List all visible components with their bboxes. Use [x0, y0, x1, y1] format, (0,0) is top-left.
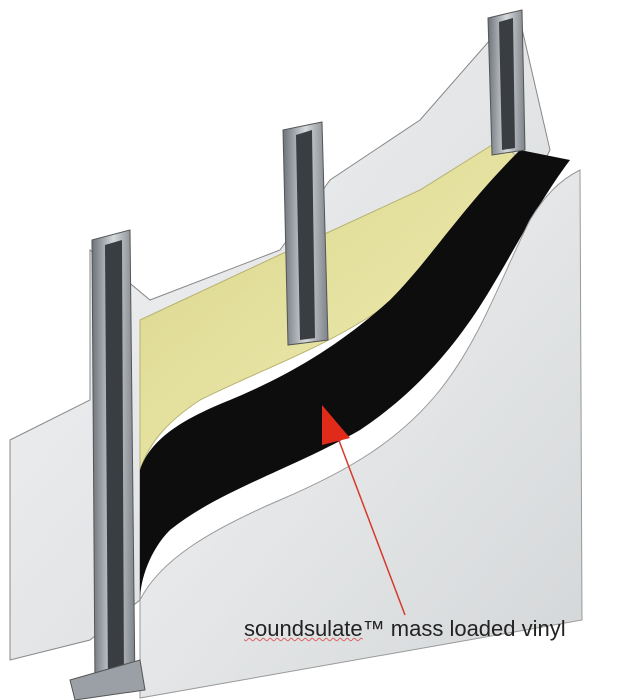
label-text: mass loaded vinyl [384, 616, 566, 641]
front-drywall [139, 169, 583, 699]
mass-loaded-vinyl-layer [140, 150, 570, 600]
callout-label: soundsulate™ mass loaded vinyl [244, 616, 566, 642]
trademark-symbol: ™ [362, 616, 385, 641]
metal-stud-middle [282, 121, 329, 346]
callout-arrowhead [322, 405, 350, 445]
metal-stud-right [487, 9, 526, 156]
callout-arrow-line [334, 429, 406, 616]
brand-name: soundsulate [244, 616, 363, 641]
metal-stud-left [69, 229, 146, 700]
